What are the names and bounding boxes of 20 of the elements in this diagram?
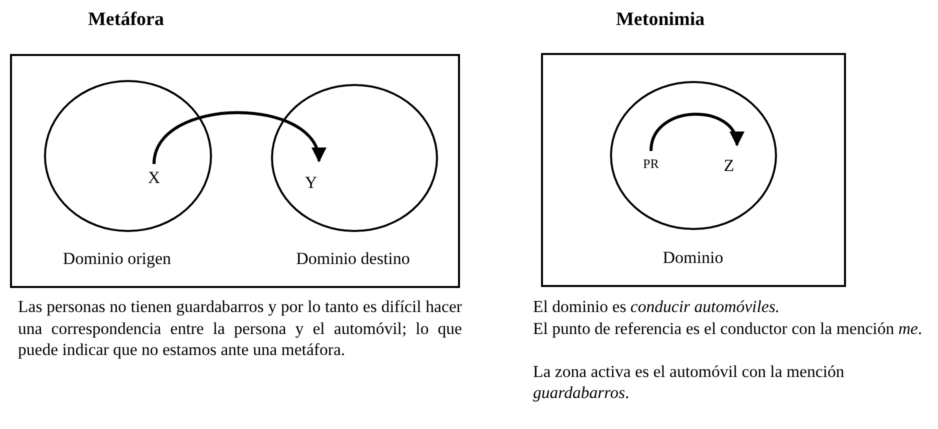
variable-label: X — [144, 168, 164, 188]
note-paragraph: La zona activa es el automóvil con la mención guardabarros. — [533, 360, 846, 404]
domain-label: Dominio origen — [62, 250, 172, 267]
domain-label: Dominio — [662, 249, 724, 266]
note-paragraph: Las personas no tienen guardabarros y por lo tanto es difícil hacer una correspondencia entre la persona y el automóvil; lo que puede indicar que no estamos ante una metáfora. — [18, 296, 462, 360]
variable-label: PR — [638, 155, 664, 173]
diagram-frame — [10, 54, 460, 288]
variable-label: Z — [719, 157, 739, 175]
diagram-frame — [541, 53, 846, 287]
note-paragraph: El dominio es conducir automóviles. — [533, 296, 781, 318]
curved-arrow — [152, 111, 324, 164]
domain-circle — [44, 80, 212, 232]
note-paragraph: El punto de referencia es el conductor con la mención me. — [533, 318, 924, 339]
domain-circle — [271, 84, 438, 232]
domain-label: Dominio destino — [296, 250, 410, 267]
curved-arrow — [650, 112, 742, 152]
variable-label: Y — [301, 173, 321, 193]
section-heading: Metonimia — [616, 10, 705, 29]
section-heading: Metáfora — [88, 10, 164, 29]
domain-circle — [610, 81, 777, 230]
